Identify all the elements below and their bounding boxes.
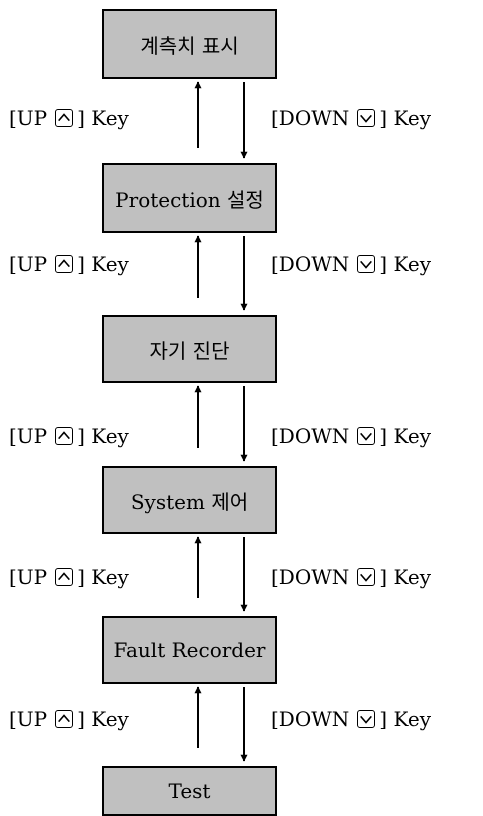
up-key-label: [UP ] Key <box>9 709 129 729</box>
menu-box-label: 계측치 표시 <box>140 33 239 58</box>
down-chevron-key-icon <box>357 427 376 445</box>
up-key-prefix: [UP <box>9 424 48 448</box>
down-key-suffix: ] Key <box>379 424 431 448</box>
up-chevron-key-icon <box>55 109 74 127</box>
up-chevron-key-icon <box>55 568 74 586</box>
down-key-prefix: [DOWN <box>271 707 350 731</box>
menu-box-label: Test <box>168 779 211 803</box>
menu-box-measurement-display[interactable]: 계측치 표시 <box>102 9 277 79</box>
down-key-label: [DOWN ] Key <box>271 567 431 587</box>
menu-box-label: 자기 진단 <box>149 338 230 363</box>
down-chevron-key-icon <box>357 568 376 586</box>
up-key-suffix: ] Key <box>77 252 129 276</box>
down-chevron-key-icon <box>357 710 376 728</box>
up-key-prefix: [UP <box>9 252 48 276</box>
up-chevron-key-icon <box>55 427 74 445</box>
up-key-label: [UP ] Key <box>9 254 129 274</box>
up-key-suffix: ] Key <box>77 707 129 731</box>
up-key-suffix: ] Key <box>77 565 129 589</box>
down-key-suffix: ] Key <box>379 252 431 276</box>
down-key-prefix: [DOWN <box>271 106 350 130</box>
down-key-label: [DOWN ] Key <box>271 426 431 446</box>
menu-box-fault-recorder[interactable]: Fault Recorder <box>102 616 277 684</box>
menu-box-self-diagnosis[interactable]: 자기 진단 <box>102 315 277 383</box>
menu-box-system-control[interactable]: System 제어 <box>102 466 277 534</box>
menu-box-label: Protection 설정 <box>115 187 264 212</box>
down-chevron-key-icon <box>357 109 376 127</box>
down-chevron-key-icon <box>357 255 376 273</box>
down-key-suffix: ] Key <box>379 565 431 589</box>
up-key-prefix: [UP <box>9 106 48 130</box>
down-key-prefix: [DOWN <box>271 424 350 448</box>
up-key-label: [UP ] Key <box>9 426 129 446</box>
up-key-suffix: ] Key <box>77 106 129 130</box>
up-key-prefix: [UP <box>9 707 48 731</box>
down-key-prefix: [DOWN <box>271 565 350 589</box>
up-chevron-key-icon <box>55 710 74 728</box>
down-key-suffix: ] Key <box>379 707 431 731</box>
up-key-label: [UP ] Key <box>9 108 129 128</box>
down-key-label: [DOWN ] Key <box>271 108 431 128</box>
up-key-suffix: ] Key <box>77 424 129 448</box>
menu-box-label: Fault Recorder <box>113 638 266 662</box>
menu-box-protection-settings[interactable]: Protection 설정 <box>102 163 277 233</box>
down-key-label: [DOWN ] Key <box>271 254 431 274</box>
down-key-label: [DOWN ] Key <box>271 709 431 729</box>
up-chevron-key-icon <box>55 255 74 273</box>
down-key-prefix: [DOWN <box>271 252 350 276</box>
up-key-prefix: [UP <box>9 565 48 589</box>
down-key-suffix: ] Key <box>379 106 431 130</box>
menu-box-test[interactable]: Test <box>102 766 277 816</box>
menu-box-label: System 제어 <box>130 489 249 514</box>
up-key-label: [UP ] Key <box>9 567 129 587</box>
